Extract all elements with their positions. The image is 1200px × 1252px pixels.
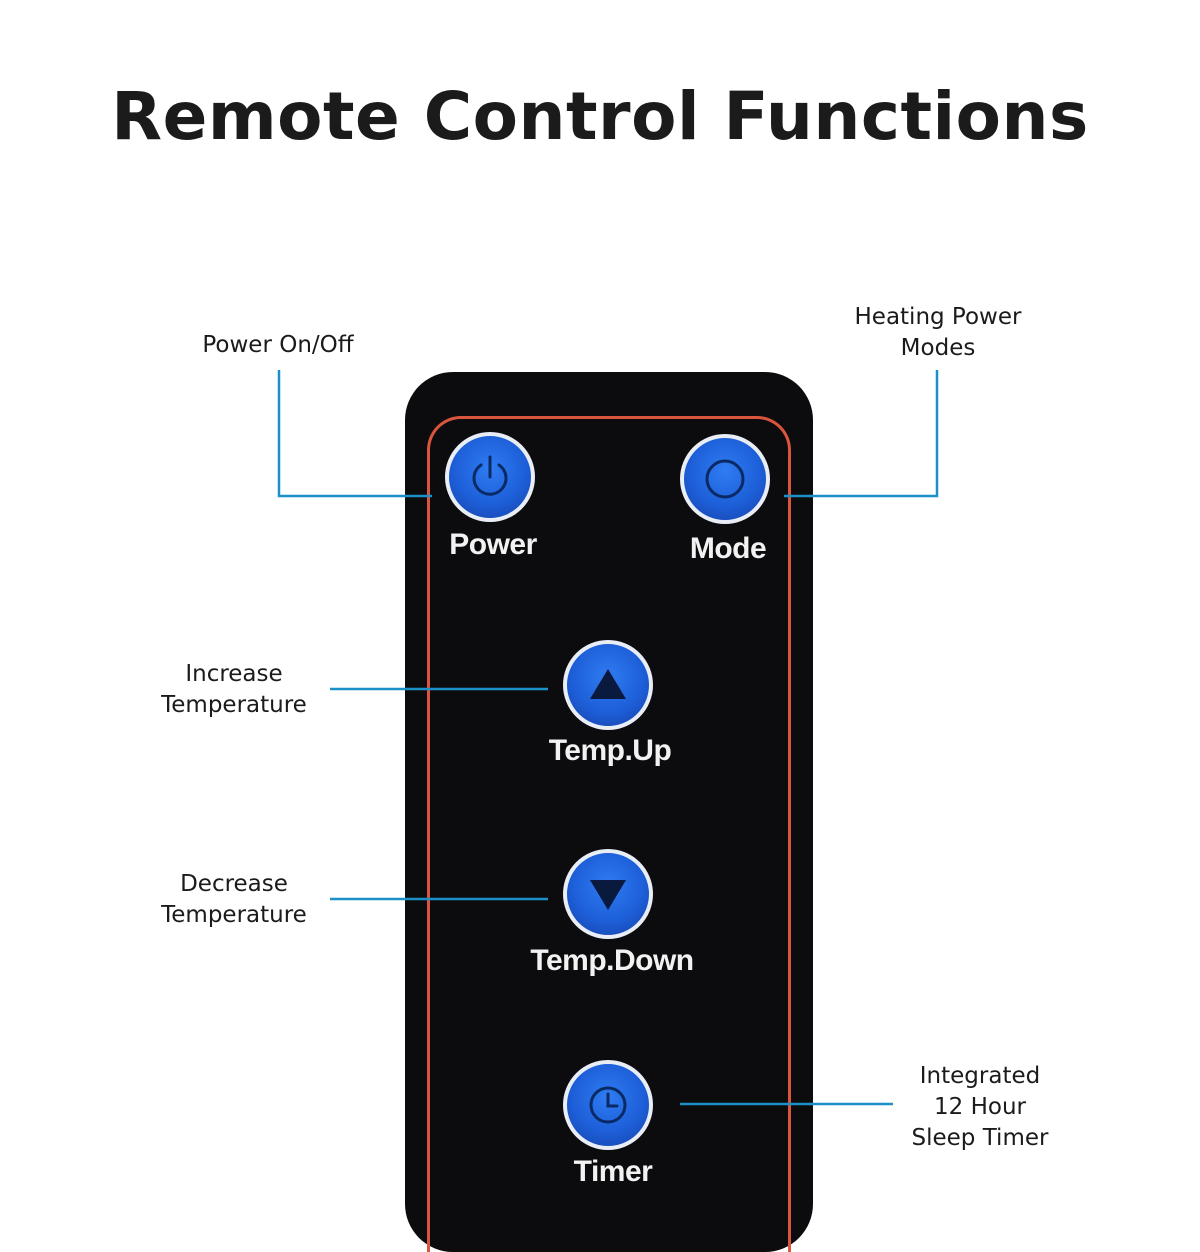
callout-mode-line: Modes [900,335,976,361]
callout-timer-line: 12 Hour [934,1094,1026,1120]
triangle-down-icon [590,880,626,910]
callout-temp-down-line: Decrease [180,871,288,897]
callout-power: Power On/Off [178,330,378,361]
callout-temp-down-line: Temperature [161,902,307,928]
callout-temp-up-line: Temperature [161,692,307,718]
remote-control: Power Mode Temp.Up Temp.Down Timer [405,372,813,1252]
page-title: Remote Control Functions [111,78,1089,155]
leader-lines [277,370,939,1106]
callout-timer: Integrated 12 Hour Sleep Timer [880,1061,1080,1154]
callout-mode: Heating Power Modes [828,302,1048,364]
leader-line-mode [784,370,939,498]
callout-temp-up: Increase Temperature [134,659,334,721]
callout-mode-line: Heating Power [854,304,1022,330]
temp-up-button[interactable] [563,640,653,730]
temp-up-button-label: Temp.Up [548,734,672,767]
callout-timer-line: Integrated [919,1063,1041,1089]
mode-button[interactable] [680,434,770,524]
triangle-up-icon [590,669,626,699]
circle-icon [705,459,745,499]
callout-temp-down: Decrease Temperature [134,869,334,931]
callout-timer-line: Sleep Timer [911,1125,1049,1151]
timer-button[interactable] [563,1060,653,1150]
power-button[interactable] [445,432,535,522]
timer-button-label: Timer [573,1155,653,1188]
clock-icon [589,1086,627,1124]
power-icon [472,455,508,496]
power-button-label: Power [449,528,537,561]
leader-line-power [277,370,432,498]
callout-temp-up-line: Increase [185,661,283,687]
callout-power-line: Power On/Off [202,332,354,358]
temp-down-button[interactable] [563,849,653,939]
remote-border [427,416,791,1252]
mode-button-label: Mode [689,532,767,565]
temp-down-button-label: Temp.Down [530,944,694,977]
